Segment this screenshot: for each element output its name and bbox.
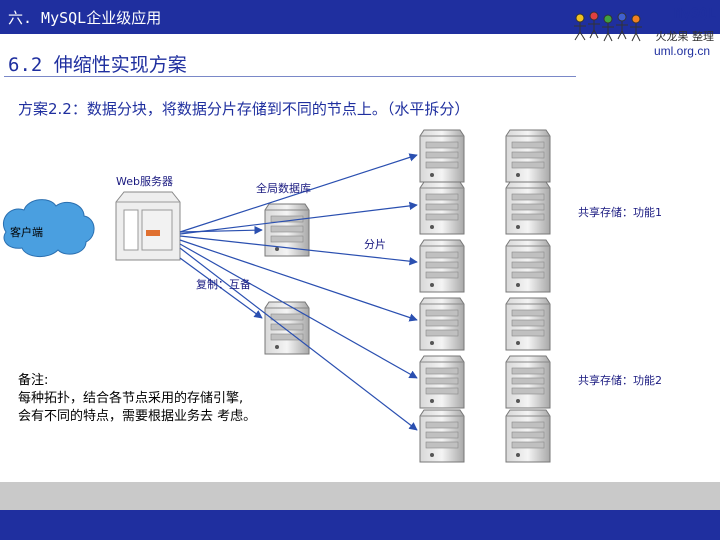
shard-server-icon (505, 239, 551, 293)
shared-storage-1-label: 共享存储：功能1 (578, 206, 662, 219)
note-line: 每种拓扑，结合各节点采用的存储引擎, (18, 391, 244, 406)
note-heading: 备注: (18, 373, 49, 388)
footer-bar (0, 510, 720, 540)
shard-server-icon (505, 181, 551, 235)
section-title: 6.2 伸缩性实现方案 (8, 54, 187, 76)
title-divider (4, 76, 576, 77)
replica-server-icon (264, 301, 310, 355)
shard-server-icon (419, 409, 465, 463)
scheme-subtitle: 方案2.2：数据分块，将数据分片存储到不同的节点上。（水平拆分） (18, 100, 470, 118)
shard-server-icon (505, 355, 551, 409)
global-database-label: 全局数据库 (256, 182, 311, 195)
footer-strip (0, 482, 720, 510)
logo-subtitle: 火龙果 整理 (655, 30, 715, 43)
shard-server-icon (419, 239, 465, 293)
header-title: 六. MySQL企业级应用 (8, 9, 162, 27)
web-server-icon (115, 191, 181, 261)
header-brand: MySQL (673, 6, 716, 22)
shard-server-icon (419, 297, 465, 351)
note-block: 备注: 每种拓扑，结合各节点采用的存储引擎, 会有不同的特点，需要根据业务去 考… (18, 372, 256, 426)
logo: MySQL 火龙果 整理 uml.org.cn (560, 6, 720, 58)
client-label: 客户端 (10, 226, 43, 239)
shard-server-icon (419, 181, 465, 235)
shard-server-icon (505, 129, 551, 183)
shard-server-icon (505, 409, 551, 463)
shard-server-icon (419, 129, 465, 183)
client-cloud-icon (2, 199, 95, 257)
note-line: 会有不同的特点，需要根据业务去 考虑。 (18, 409, 257, 424)
shared-storage-2-label: 共享存储：功能2 (578, 374, 662, 387)
shard-label: 分片 (364, 238, 386, 251)
web-server-label: Web服务器 (116, 175, 173, 188)
logo-figures-icon (574, 11, 642, 42)
header-bar: 六. MySQL企业级应用 (0, 0, 720, 34)
shard-server-icon (505, 297, 551, 351)
shard-server-icon (419, 355, 465, 409)
logo-url: uml.org.cn (653, 44, 710, 58)
replication-label: 复制：互备 (196, 278, 251, 291)
